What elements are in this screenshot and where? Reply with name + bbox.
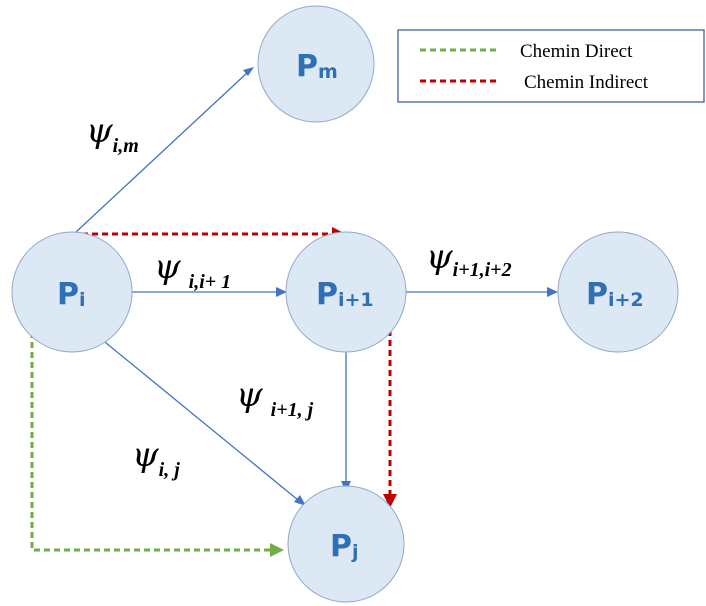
node-pm-circle	[257, 5, 375, 123]
edge-pi-pi1-arrowhead	[276, 287, 287, 297]
node-pi1-circle	[285, 231, 407, 353]
indirect-path-pi1-pj-arrowhead	[383, 494, 397, 508]
node-pi: Pi	[11, 231, 133, 353]
direct-path-pi-pj-arrowhead	[270, 543, 284, 557]
node-pi-circle	[11, 231, 133, 353]
legend-direct-label: Chemin Direct	[520, 41, 633, 62]
edge-pi-pm	[75, 71, 249, 233]
edges	[75, 67, 558, 506]
label-psi-i1-i2: ψi+1,i+2	[426, 237, 512, 281]
node-pi-label: Pi	[57, 277, 86, 312]
edge-pi-pj-arrowhead	[294, 495, 306, 506]
node-pj-circle	[287, 485, 405, 603]
label-psi-i-j: ψi, j	[132, 435, 180, 481]
legend-indirect-label: Chemin Indirect	[524, 72, 649, 93]
legend: Chemin Direct Chemin Indirect	[397, 29, 705, 103]
edge-pi-pm-arrowhead	[243, 67, 254, 76]
edge-pi-pj	[99, 337, 299, 501]
node-pi1: Pi+1	[285, 231, 407, 353]
node-pi1-label: Pi+1	[316, 277, 374, 312]
direct-path-pi-pj	[30, 332, 270, 552]
label-psi-i-m: ψi,m	[86, 111, 139, 157]
node-pj-label: Pj	[330, 529, 359, 564]
node-pj: Pj	[287, 485, 405, 603]
node-pm-label: Pm	[296, 49, 338, 84]
edge-pi1-pi2-arrowhead	[547, 287, 558, 297]
node-pi2-circle	[557, 231, 679, 353]
legend-box	[397, 29, 705, 103]
node-pm: Pm	[257, 5, 375, 123]
node-pi2: Pi+2	[557, 231, 679, 353]
node-pi2-label: Pi+2	[586, 277, 644, 312]
